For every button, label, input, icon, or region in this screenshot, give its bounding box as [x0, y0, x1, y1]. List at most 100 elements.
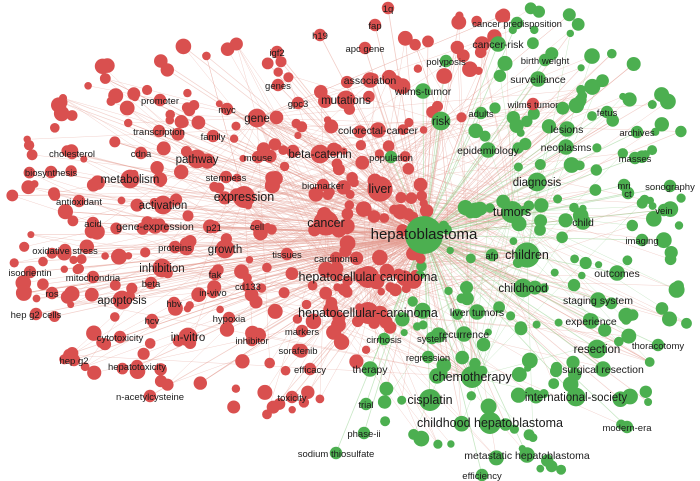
network-node [60, 290, 75, 304]
network-node [385, 282, 396, 293]
network-node [280, 365, 291, 376]
network-node [80, 155, 88, 163]
network-node [621, 328, 637, 344]
network-node [86, 325, 102, 341]
keyword-label: mri [617, 181, 630, 192]
network-node [355, 201, 372, 218]
keyword-label: adults [468, 109, 494, 120]
network-node [156, 141, 171, 156]
keyword-label: recurrence [439, 329, 489, 341]
network-node [191, 287, 207, 303]
keyword-label: sodium thiosulfate [298, 449, 375, 460]
keyword-label: tissues [272, 250, 302, 261]
keyword-node [359, 397, 373, 411]
network-node [232, 173, 242, 182]
keyword-node [313, 210, 339, 236]
network-node [323, 116, 332, 124]
keyword-label: activation [139, 200, 188, 212]
network-edge [440, 120, 462, 424]
keyword-label: metastatic hepatoblastoma [464, 450, 590, 462]
network-node [178, 117, 189, 128]
network-node [511, 367, 527, 382]
network-node [193, 376, 207, 390]
network-node [339, 218, 355, 234]
network-edge [423, 234, 598, 350]
network-node [326, 142, 341, 157]
network-node [589, 184, 602, 196]
network-edge [471, 262, 519, 378]
network-node [500, 12, 511, 23]
keyword-node [250, 219, 264, 233]
network-node [450, 40, 464, 55]
network-node [509, 118, 524, 133]
network-node [46, 247, 58, 259]
keyword-label: imaging [625, 236, 658, 247]
keyword-label: carcinoma [314, 254, 359, 265]
network-node [87, 365, 102, 380]
network-node [523, 429, 535, 441]
network-edge [471, 376, 530, 435]
network-node [419, 204, 434, 218]
keyword-label: cancer-risk [472, 39, 524, 51]
keyword-node [651, 338, 665, 352]
network-node [267, 171, 283, 186]
network-node [455, 350, 470, 365]
network-edge [423, 67, 582, 236]
network-node [681, 317, 692, 329]
network-edge [24, 196, 245, 248]
keyword-node [72, 194, 86, 208]
network-node [216, 305, 224, 314]
keyword-label: childhood hepatoblastoma [417, 416, 563, 430]
keyword-node [357, 426, 371, 440]
keyword-label: beta [142, 279, 161, 290]
keyword-node [207, 220, 221, 234]
network-edge [367, 205, 529, 278]
network-edge [167, 222, 327, 274]
network-node [497, 55, 513, 71]
network-edge [129, 178, 425, 236]
network-node [202, 51, 211, 61]
keyword-label: in-vivo [199, 288, 226, 299]
network-node [527, 107, 540, 120]
network-node [266, 400, 280, 414]
keyword-label: afp [485, 251, 498, 262]
network-node [457, 200, 473, 216]
network-node [53, 105, 70, 122]
keyword-label: fetus [597, 108, 618, 119]
network-node [150, 161, 164, 175]
network-node [109, 279, 121, 291]
network-node [539, 389, 549, 399]
keyword-label: hcv [145, 316, 160, 327]
network-node [84, 287, 99, 302]
network-node [99, 73, 111, 84]
keyword-node [479, 412, 501, 434]
network-edge [423, 147, 519, 236]
network-node [363, 90, 375, 103]
network-edge [423, 234, 599, 301]
network-node [476, 337, 491, 352]
keyword-node [291, 96, 305, 110]
keyword-label: population [369, 153, 413, 164]
network-node [32, 294, 41, 303]
network-node [514, 322, 528, 336]
network-node [127, 87, 141, 101]
network-node [598, 323, 612, 337]
keyword-node [153, 195, 173, 215]
network-edge [183, 46, 327, 224]
network-edge [511, 211, 590, 318]
network-node [550, 268, 559, 277]
network-edge [243, 196, 664, 241]
network-node [262, 262, 272, 273]
network-edge [160, 182, 369, 314]
keyword-node [134, 146, 148, 160]
node-layer [23, 1, 677, 481]
network-node [593, 167, 602, 175]
keyword-node [219, 170, 233, 184]
keyword-label: experience [565, 316, 617, 328]
keyword-node [583, 313, 599, 329]
keyword-label: h19 [312, 31, 328, 42]
network-node [288, 406, 296, 414]
network-edge [303, 120, 442, 403]
keyword-label: apc gene [345, 44, 384, 55]
